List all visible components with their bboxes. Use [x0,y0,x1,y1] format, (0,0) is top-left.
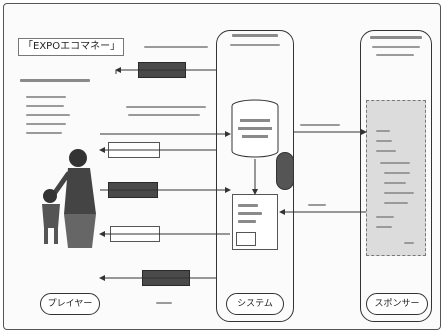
flow-annotation [128,114,200,116]
mother-and-child-illustration [42,149,96,248]
flow-annotation [126,106,206,108]
sponsor-list-item [376,140,392,142]
system-column-subheading [230,44,280,46]
terminal-card [236,232,256,246]
sponsor-column [360,30,432,322]
sponsor-list-item [404,242,414,244]
player-list-heading [20,79,90,82]
sponsor-list-item [384,192,414,194]
sponsor-list-item [380,162,410,164]
terminal-device-label [238,212,262,215]
network-node [276,152,294,190]
sponsor-column-subheading [372,46,420,48]
player-list-item [26,114,70,116]
flow-annotation [300,124,340,126]
player-list-item [26,105,64,107]
sponsor-column-heading [370,36,422,39]
sponsor-list-item [376,226,392,228]
player-list-item [26,96,66,98]
terminal-device-label [238,220,256,223]
flow-annotation [308,204,326,206]
sponsor-list-item [384,182,406,184]
player-list-item [26,123,66,125]
sponsor-column-subheading [376,54,414,56]
terminal-device-label [238,204,258,207]
sponsor-list-item [384,172,410,174]
database-cylinder [231,99,279,158]
sponsor-list-item [384,202,408,204]
system-column-heading [232,34,278,37]
player-pill: プレイヤー [40,293,100,315]
sponsor-list-item [376,130,390,132]
sponsor-list-panel [366,100,426,256]
diagram-title: 「EXPOエコマネー」 [18,38,124,56]
diagram-frame: 「EXPOエコマネー」 プレイヤー システム [3,3,441,330]
flow-arrows [99,67,367,281]
player-list-item [26,132,62,134]
title-note [144,46,208,48]
sponsor-pill: スポンサー [366,293,428,315]
sponsor-list-item [376,216,394,218]
sponsor-list-item [376,150,396,152]
system-pill: システム [226,293,284,315]
flow-annotation [156,302,172,304]
